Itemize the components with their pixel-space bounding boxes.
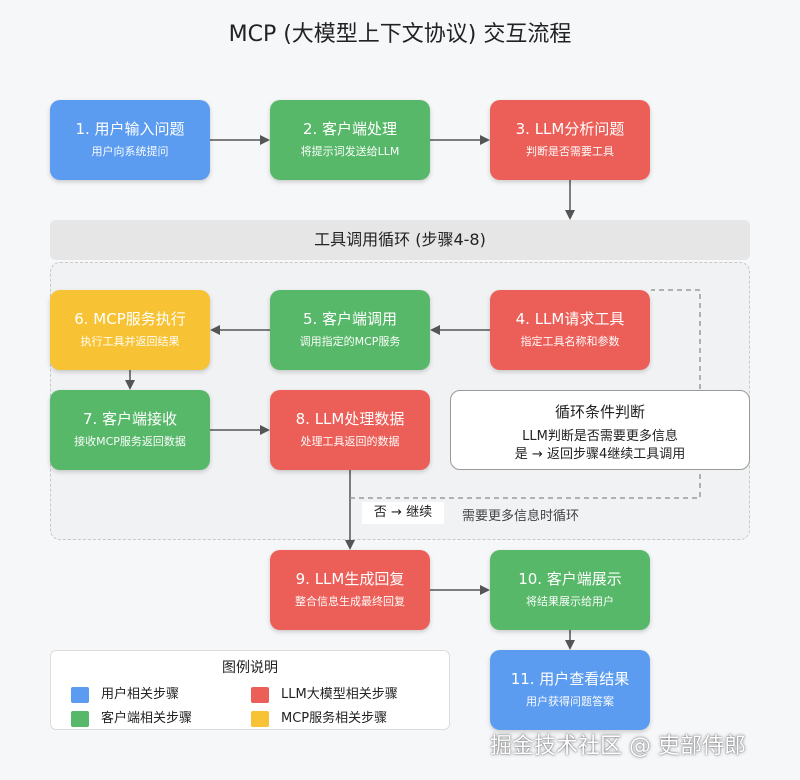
step-subtitle: 处理工具返回的数据 (300, 435, 400, 448)
step-2-client-process: 2. 客户端处理 将提示词发送给LLM (270, 100, 430, 180)
step-3-llm-analyze: 3. LLM分析问题 判断是否需要工具 (490, 100, 650, 180)
step-subtitle: 用户向系统提问 (91, 145, 169, 158)
legend-label-mcp: MCP服务相关步骤 (281, 711, 388, 726)
step-subtitle: 调用指定的MCP服务 (299, 335, 401, 348)
step-title: 1. 用户输入问题 (75, 120, 185, 138)
step-subtitle: 将提示词发送给LLM (300, 145, 400, 158)
step-title: 7. 客户端接收 (82, 410, 178, 428)
step-1-user-input: 1. 用户输入问题 用户向系统提问 (50, 100, 210, 180)
step-11-user-view-result: 11. 用户查看结果 用户获得问题答案 (490, 650, 650, 730)
step-subtitle: 整合信息生成最终回复 (295, 595, 405, 608)
legend-label-llm: LLM大模型相关步骤 (281, 687, 398, 702)
step-title: 3. LLM分析问题 (515, 120, 625, 138)
step-title: 11. 用户查看结果 (510, 670, 630, 688)
step-8-llm-process-data: 8. LLM处理数据 处理工具返回的数据 (270, 390, 430, 470)
legend: 图例说明 用户相关步骤 LLM大模型相关步骤 客户端相关步骤 MCP服务相关步骤 (50, 650, 450, 730)
loop-note: 需要更多信息时循环 (462, 509, 580, 524)
step-title: 10. 客户端展示 (518, 570, 622, 588)
legend-label-client: 客户端相关步骤 (101, 711, 193, 726)
legend-swatch-mcp (251, 711, 269, 727)
step-title: 4. LLM请求工具 (515, 310, 625, 328)
legend-swatch-llm (251, 687, 269, 703)
step-10-client-display: 10. 客户端展示 将结果展示给用户 (490, 550, 650, 630)
diagram-title: MCP (大模型上下文协议) 交互流程 (228, 22, 572, 47)
step-title: 8. LLM处理数据 (295, 410, 405, 428)
watermark: 掘金技术社区 @ 吏部侍郎 (490, 734, 746, 759)
step-title: 6. MCP服务执行 (74, 310, 186, 328)
step-9-llm-generate-reply: 9. LLM生成回复 整合信息生成最终回复 (270, 550, 430, 630)
step-subtitle: 用户获得问题答案 (526, 695, 614, 708)
legend-title: 图例说明 (222, 660, 278, 676)
legend-swatch-client (71, 711, 89, 727)
step-4-llm-request-tool: 4. LLM请求工具 指定工具名称和参数 (490, 290, 650, 370)
step-subtitle: 将结果展示给用户 (526, 595, 614, 608)
legend-swatch-user (71, 687, 89, 703)
loop-banner: 工具调用循环 (步骤4-8) (50, 220, 750, 260)
continue-label: 否 → 继续 (362, 502, 444, 524)
step-title: 9. LLM生成回复 (295, 570, 405, 588)
step-subtitle: 判断是否需要工具 (526, 145, 614, 158)
step-subtitle: 执行工具并返回结果 (80, 335, 180, 348)
condition-line-1: LLM判断是否需要更多信息 (522, 429, 678, 444)
step-title: 2. 客户端处理 (302, 120, 398, 138)
legend-label-user: 用户相关步骤 (101, 687, 180, 702)
condition-title: 循环条件判断 (554, 403, 645, 421)
step-title: 5. 客户端调用 (302, 310, 398, 328)
step-subtitle: 接收MCP服务返回数据 (74, 435, 186, 448)
step-subtitle: 指定工具名称和参数 (520, 335, 620, 348)
condition-line-2: 是 → 返回步骤4继续工具调用 (514, 447, 686, 462)
step-5-client-call: 5. 客户端调用 调用指定的MCP服务 (270, 290, 430, 370)
loop-condition-box: 循环条件判断 LLM判断是否需要更多信息 是 → 返回步骤4继续工具调用 (450, 390, 750, 470)
step-7-client-receive: 7. 客户端接收 接收MCP服务返回数据 (50, 390, 210, 470)
step-6-mcp-execute: 6. MCP服务执行 执行工具并返回结果 (50, 290, 210, 370)
